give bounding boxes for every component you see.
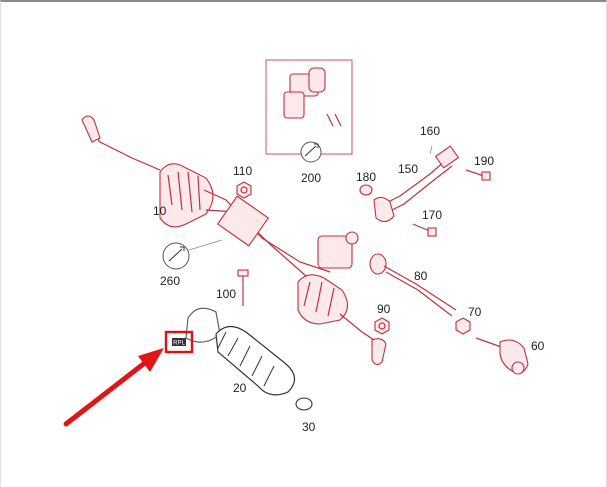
label-200: 200 (301, 171, 321, 185)
arrow-shaft (63, 359, 149, 427)
nut-90 (374, 317, 390, 335)
label-20: 20 (233, 381, 247, 395)
leader-260 (188, 239, 223, 251)
nut-110 (236, 181, 252, 199)
seal-180 (359, 184, 373, 196)
shaft-150-b (383, 165, 453, 215)
wrench-icon-200 (300, 141, 322, 163)
bellows-rib (197, 175, 201, 211)
tie-rod-end-60-shaft (475, 337, 505, 349)
part-200-group[interactable] (265, 59, 353, 163)
left-bellows (159, 163, 214, 228)
part-70-group[interactable] (455, 317, 471, 335)
bellows-rib (327, 287, 335, 317)
bellows-20-rib (217, 331, 227, 349)
highlight-tag-bg (172, 338, 186, 346)
bellows-rib (315, 281, 323, 313)
label-70: 70 (468, 305, 482, 319)
shaft-upper-joint (434, 145, 460, 169)
bolt-190-head (481, 171, 491, 181)
part-260-group[interactable] (162, 239, 223, 270)
part-20-group[interactable] (185, 307, 296, 396)
nut-70 (455, 317, 471, 335)
bellows-rib (303, 281, 311, 307)
label-80: 80 (414, 269, 428, 283)
part-60-group[interactable] (475, 337, 529, 375)
valve-bolt-2 (334, 113, 342, 127)
label-190: 190 (474, 154, 494, 168)
clamp-30 (295, 397, 313, 411)
shaft-assembly[interactable] (359, 145, 491, 237)
bolt-100-head (237, 269, 249, 277)
inner-tie-rod-80-b (385, 271, 453, 317)
bellows-rib (167, 174, 173, 206)
part-80-group[interactable] (369, 253, 457, 317)
label-110: 110 (233, 164, 252, 178)
wrench-icon-260 (162, 242, 190, 270)
part-30-group[interactable] (295, 397, 313, 411)
bellows-20-rib (239, 345, 251, 367)
part-90-group[interactable] (374, 317, 390, 335)
part-110-group[interactable] (236, 181, 252, 199)
label-170: 170 (422, 208, 442, 222)
right-tie-rod-end (371, 338, 387, 366)
label-100: 100 (216, 287, 236, 301)
highlight-box (164, 330, 194, 354)
rack-housing (216, 195, 270, 247)
bolt-190 (465, 169, 485, 177)
pinion-housing (317, 235, 353, 269)
bolt-170-head (427, 227, 437, 237)
valve-bolt-1 (326, 113, 334, 127)
label-60: 60 (531, 339, 545, 353)
right-bellows (297, 274, 349, 325)
highlight-callout[interactable]: RPL (164, 330, 194, 354)
part-100-group[interactable] (237, 269, 249, 306)
label-30: 30 (302, 420, 316, 434)
label-260: 260 (160, 274, 180, 288)
label-150: 150 (398, 162, 418, 176)
wrench-icon-200-path (304, 143, 319, 157)
bellows-20-rib (227, 337, 239, 357)
left-tie-rod-end (81, 115, 101, 143)
pinion-cap (345, 231, 359, 245)
label-180: 180 (356, 170, 376, 184)
nut-110-hole (240, 186, 248, 194)
valve-coil (308, 67, 326, 93)
leader-160 (429, 145, 433, 155)
highlight-tag: RPL (173, 341, 185, 347)
rack-tube (203, 189, 331, 273)
red-arrow (63, 348, 164, 427)
bellows-20-rib (251, 355, 263, 377)
bellows-rib (187, 171, 193, 213)
nut-90-hole (378, 322, 386, 330)
bellows-rib (177, 171, 183, 211)
steering-rack-assembly[interactable] (81, 115, 387, 366)
shaft-lower-joint (373, 196, 395, 223)
label-160: 160 (420, 124, 440, 138)
bellows-20-rib (263, 365, 275, 387)
label-90: 90 (377, 302, 391, 316)
tie-rod-end-60-ball (511, 361, 525, 375)
inner-tie-rod-80 (383, 265, 457, 311)
wrench-icon-260-path (168, 246, 185, 262)
inner-tie-rod-ball (369, 253, 387, 275)
bellows-20 (215, 325, 296, 396)
arrow-head (138, 348, 164, 372)
label-10: 10 (153, 204, 167, 218)
valve-lower (283, 91, 305, 119)
shaft-150 (379, 159, 447, 207)
